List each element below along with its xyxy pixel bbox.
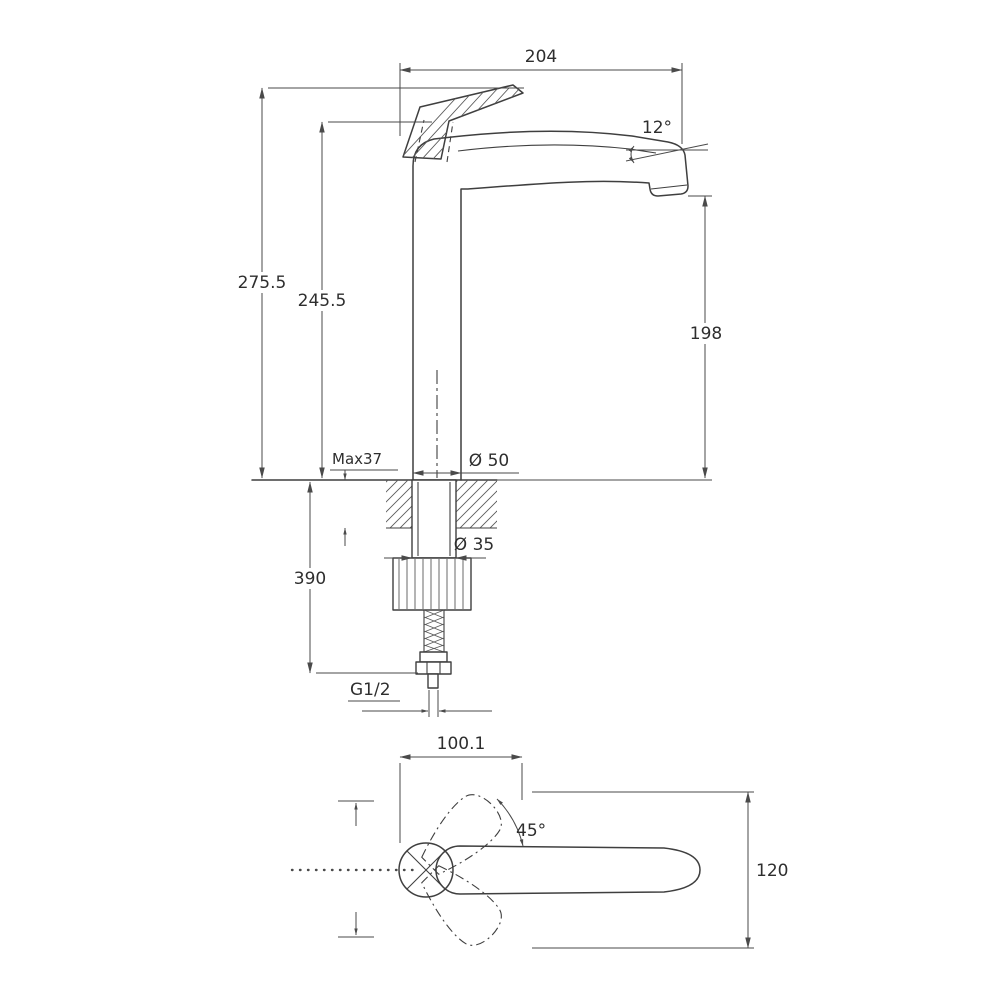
dim-dia35-label: Ø 35 [454,535,494,555]
top-view-spout [435,845,701,895]
handle-position-up [421,794,502,875]
center-cross [406,850,446,890]
mounting-nut [392,557,472,611]
handle-position-down [421,865,502,946]
dim-12deg-label: 12° [642,118,672,138]
dim-120-label: 120 [756,861,788,881]
mounting-deck [251,479,712,529]
dim-hose-length: 390 [288,481,418,674]
cartridge-hidden-line [414,119,425,163]
dim-outlet-height: 198 [684,195,728,479]
dim-max37-label: Max37 [332,450,382,468]
dim-245-label: 245.5 [298,291,347,311]
hose-collar [419,651,448,663]
dim-swing-angle: 45° [496,798,546,847]
left-reference-ticks [338,800,374,938]
dim-overall-height: 275.5 [234,87,524,479]
dim-dia50-label: Ø 50 [469,451,509,471]
dim-spout-angle: 12° [625,118,709,164]
hose-end-tube [427,673,439,689]
mounting-nut-ribs [398,559,464,609]
hose-nut [415,661,452,675]
top-view-body-circle [398,842,454,898]
dim-deck-thickness: Max37 [330,450,398,546]
dim-spout-reach: 204 [399,47,683,144]
dim-100-label: 100.1 [437,734,486,754]
faucet-body-outline [412,130,689,481]
under-counter-parts [392,479,472,689]
dim-swing-width: 120 [532,791,788,949]
cartridge-hidden-line [446,121,454,163]
top-view [290,794,701,946]
threaded-shank [411,479,457,559]
dim-handle-height: 245.5 [294,121,432,479]
side-view [251,84,712,689]
side-dimensions: 204 12° 275.5 245.5 198 [234,47,728,717]
dim-198-label: 198 [690,324,722,344]
dim-275-label: 275.5 [238,273,287,293]
dim-handle-length: 100.1 [399,734,523,843]
dim-g12-label: G1/2 [350,680,391,700]
aerator-seam [650,184,688,190]
top-dimensions: 100.1 45° 120 [399,734,788,949]
dim-204-label: 204 [525,47,557,67]
handle-lever [402,84,524,163]
spout-inner-line [457,144,657,154]
dim-shank-diameter: Ø 35 [384,535,494,561]
dim-390-label: 390 [294,569,326,589]
dim-connection-thread: G1/2 [348,680,492,717]
handle-outline [402,84,524,160]
dim-base-diameter: Ø 50 [412,451,519,476]
braided-hose-texture [423,609,445,653]
dim-45deg-label: 45° [516,821,546,841]
